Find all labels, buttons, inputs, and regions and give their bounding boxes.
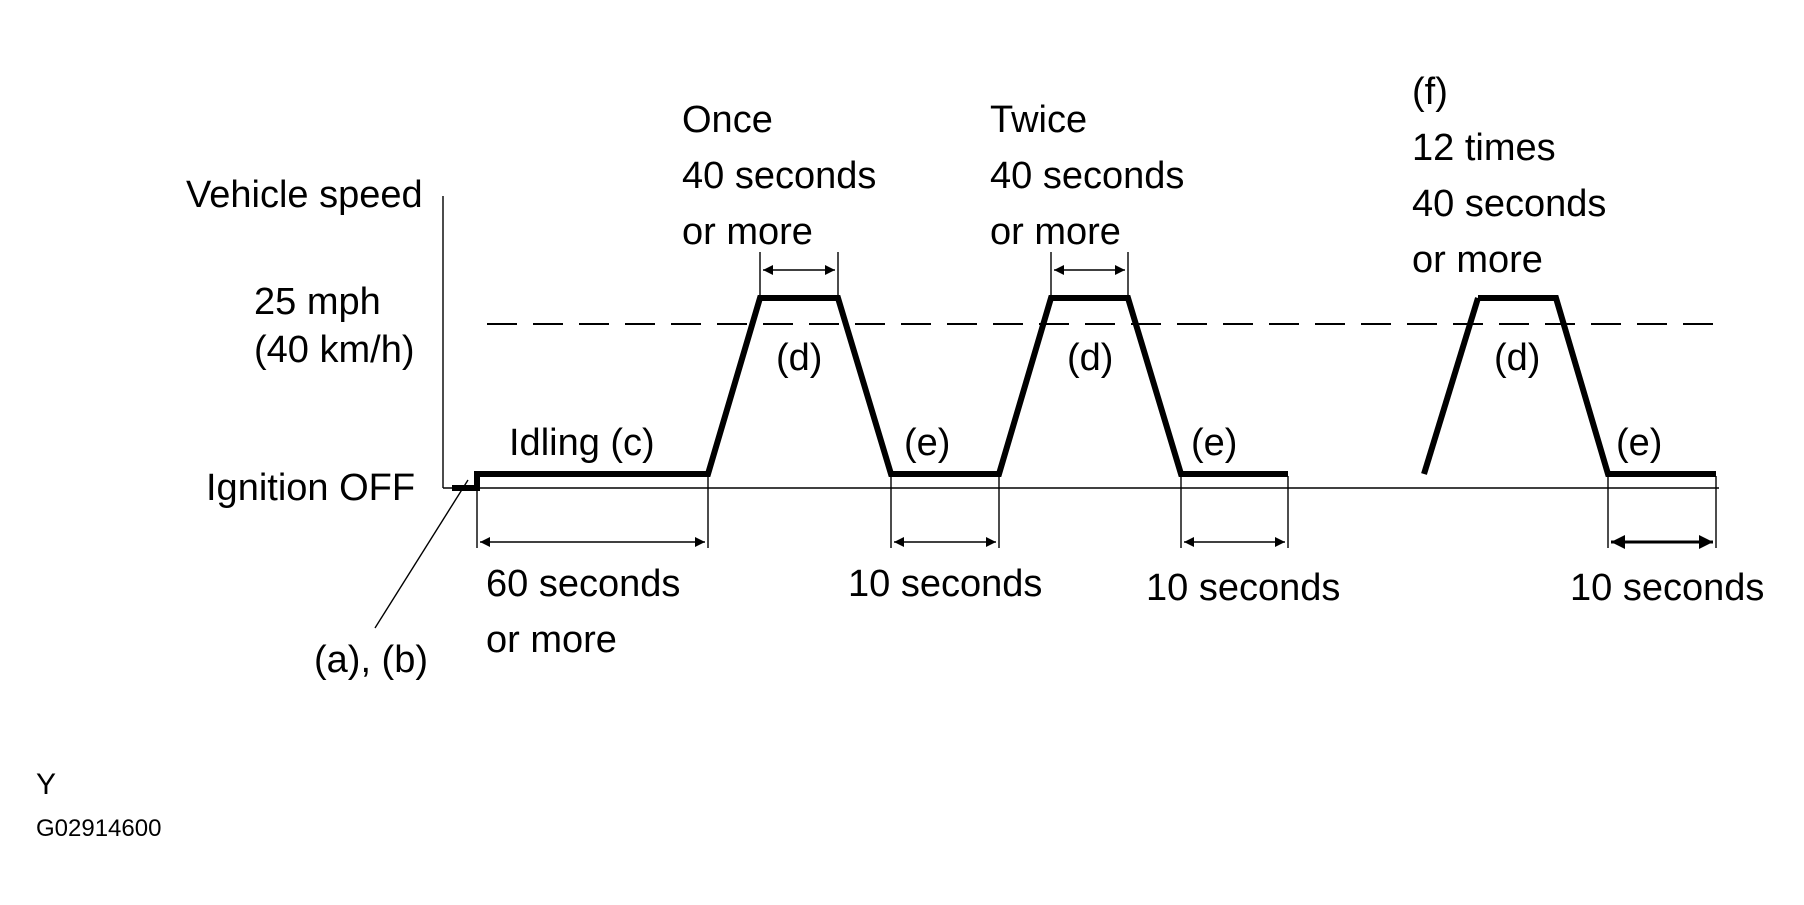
speed-label-mph: 25 mph xyxy=(254,281,381,323)
ignition-off-label: Ignition OFF xyxy=(206,467,415,509)
step-d-label: (d) xyxy=(776,337,822,379)
idle-duration-line2: or more xyxy=(486,619,617,661)
speed-profile-3 xyxy=(1478,295,1716,477)
step-e-label: (e) xyxy=(1616,422,1662,464)
footer-letter: Y xyxy=(36,768,56,801)
step-d-label: (d) xyxy=(1494,337,1540,379)
idle-duration-line1: 60 seconds xyxy=(486,563,680,605)
ten-seconds-label: 10 seconds xyxy=(1570,567,1764,609)
step-e-label: (e) xyxy=(1191,422,1237,464)
cycle3-count: 12 times xyxy=(1412,127,1556,169)
cycle3-or-more: or more xyxy=(1412,239,1543,281)
cycle2-count: Twice xyxy=(990,99,1087,141)
step-d-label: (d) xyxy=(1067,337,1113,379)
figure-id: G02914600 xyxy=(36,815,161,842)
step-e-label: (e) xyxy=(904,422,950,464)
cycle1-count: Once xyxy=(682,99,773,141)
ten-seconds-label: 10 seconds xyxy=(1146,567,1340,609)
speed-profile-2 xyxy=(1421,297,1481,475)
idling-label: Idling (c) xyxy=(509,422,655,464)
cycle1-or-more: or more xyxy=(682,211,813,253)
speed-label-kmh: (40 km/h) xyxy=(254,329,414,371)
step-f-label: (f) xyxy=(1412,71,1448,113)
step-ab-label: (a), (b) xyxy=(314,639,428,681)
cycle1-duration: 40 seconds xyxy=(682,155,876,197)
cycle2-duration: 40 seconds xyxy=(990,155,1184,197)
cycle2-or-more: or more xyxy=(990,211,1121,253)
cycle3-duration: 40 seconds xyxy=(1412,183,1606,225)
ab-leader-line xyxy=(374,479,469,629)
y-axis-label: Vehicle speed xyxy=(186,174,423,216)
ten-seconds-label: 10 seconds xyxy=(848,563,1042,605)
